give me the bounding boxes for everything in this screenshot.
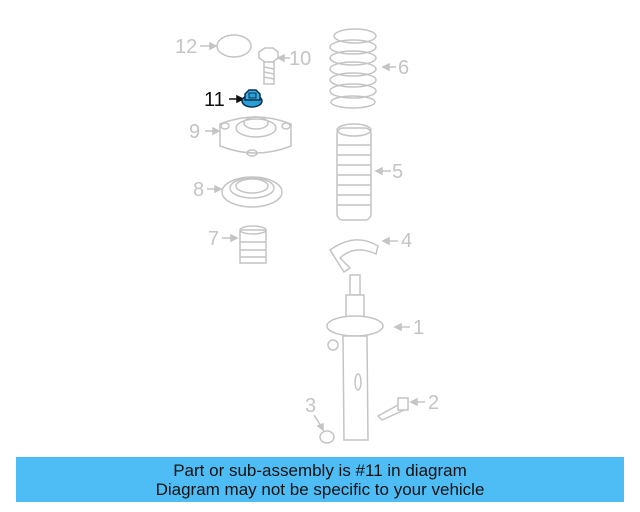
strut-mount-part-9 xyxy=(205,116,292,157)
parts-diagram: 12 10 11 9 8 7 6 5 4 1 2 3 xyxy=(175,28,440,444)
banner-part-line: Part or sub-assembly is #11 in diagram xyxy=(173,460,467,480)
bearing-part-8 xyxy=(207,176,283,208)
bump-stop-part-7 xyxy=(222,225,267,264)
callout-label-4[interactable]: 4 xyxy=(401,230,413,252)
callout-label-10[interactable]: 10 xyxy=(289,48,312,70)
callout-label-8[interactable]: 8 xyxy=(193,179,205,201)
callout-label-11[interactable]: 11 xyxy=(204,89,225,111)
callout-label-12[interactable]: 12 xyxy=(175,36,198,58)
banner-disclaimer-line: Diagram may not be specific to your vehi… xyxy=(155,479,485,499)
bolt-part-2 xyxy=(376,397,425,421)
callout-label-3[interactable]: 3 xyxy=(305,395,317,417)
callout-label-9[interactable]: 9 xyxy=(189,121,201,143)
callout-label-2[interactable]: 2 xyxy=(428,392,440,414)
spring-seat-part-4 xyxy=(328,236,398,274)
o-ring-part-12 xyxy=(200,34,252,58)
callout-label-6[interactable]: 6 xyxy=(398,57,410,79)
nut-part-3 xyxy=(313,414,335,444)
coil-spring-part-6 xyxy=(329,28,396,109)
info-banner: Part or sub-assembly is #11 in diagram D… xyxy=(16,457,624,502)
callout-label-5[interactable]: 5 xyxy=(392,161,404,183)
nut-part-11-highlighted[interactable] xyxy=(229,89,263,108)
callout-label-1[interactable]: 1 xyxy=(413,317,425,339)
dust-boot-part-5 xyxy=(336,123,391,221)
callout-label-7[interactable]: 7 xyxy=(208,228,220,250)
strut-assembly-part-1 xyxy=(326,274,410,441)
bolt-part-10 xyxy=(258,47,290,85)
